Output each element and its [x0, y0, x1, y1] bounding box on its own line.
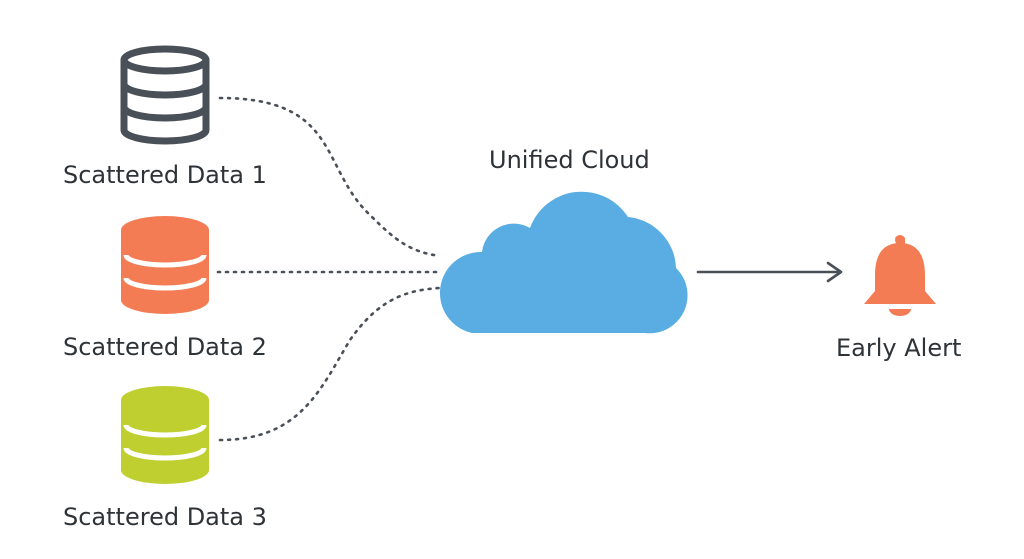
database-icon-3	[121, 386, 209, 484]
bell-icon	[864, 235, 936, 316]
connector-3	[218, 286, 442, 442]
connector-1	[218, 96, 442, 258]
source-label-1: Scattered Data 1	[63, 161, 267, 189]
arrow-connector	[696, 261, 843, 283]
database-icon-1	[120, 45, 210, 145]
source-label-2: Scattered Data 2	[63, 333, 267, 361]
alert-label: Early Alert	[836, 334, 962, 362]
source-label-3: Scattered Data 3	[63, 503, 267, 531]
database-icon-2	[121, 216, 209, 314]
cloud-label: Unified Cloud	[489, 146, 650, 174]
cloud-icon	[439, 191, 688, 334]
